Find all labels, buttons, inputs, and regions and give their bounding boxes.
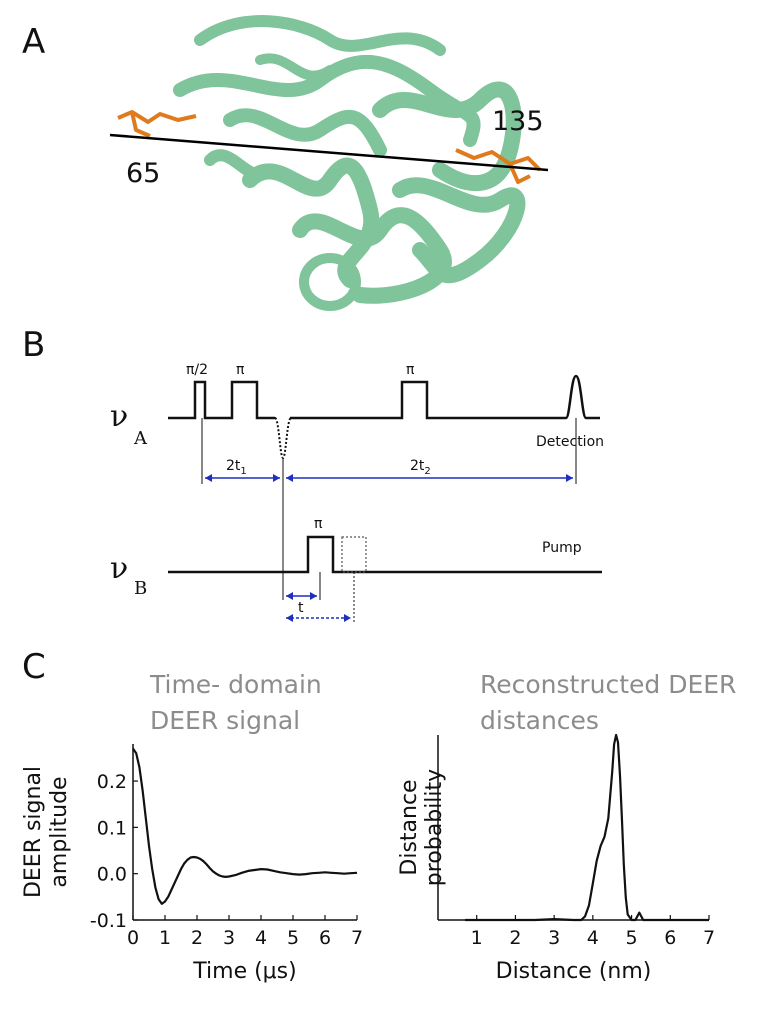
panel-a-letter: A (22, 22, 46, 62)
x-tick-label: 2 (509, 927, 521, 949)
interval-2t2-label: 2t2 (410, 458, 431, 477)
nu-b-symbol: ν (110, 551, 128, 586)
x-tick-label: 7 (351, 927, 363, 949)
right-chart-subtitle: Reconstructed DEER distances (480, 670, 737, 735)
pulse-label-pi-2: π (406, 362, 415, 378)
interval-2t1-label: 2t1 (226, 458, 247, 477)
panel-b-letter: B (22, 325, 46, 365)
pulse-label-pi-half: π/2 (186, 362, 208, 378)
x-tick-label: 3 (223, 927, 235, 949)
series-line (465, 733, 709, 922)
panel-c-letter: C (22, 647, 46, 687)
x-axis-label: Distance (nm) (496, 959, 652, 984)
channel-a-trace (168, 374, 600, 420)
protein-structure-figure (109, 15, 549, 311)
detection-label: Detection (536, 434, 604, 450)
x-tick-label: 3 (548, 927, 560, 949)
distance-line (109, 133, 549, 172)
x-tick-label: 0 (127, 927, 139, 949)
x-tick-label: 7 (703, 927, 715, 949)
y-tick-label: 0.1 (97, 817, 127, 839)
nu-a-symbol: ν (110, 399, 128, 434)
left-chart-subtitle: Time- domain DEER signal (150, 670, 322, 735)
pump-pulse-label: π (314, 516, 323, 532)
site-label-65: 65 (126, 158, 161, 189)
y-axis-label-line2: amplitude (47, 776, 72, 887)
nu-a-subscript: A (133, 428, 148, 449)
spin-label-right (455, 148, 542, 184)
spin-label-left (117, 110, 197, 138)
x-tick-label: 4 (587, 927, 599, 949)
y-axis-label-line1: Distance (397, 779, 422, 875)
interval-t-label: t (298, 600, 304, 616)
site-label-135: 135 (492, 106, 544, 137)
x-tick-label: 6 (319, 927, 331, 949)
x-tick-label: 1 (159, 927, 171, 949)
channel-b-trace (168, 535, 602, 574)
nu-b-subscript: B (134, 578, 147, 599)
protein-ribbon (173, 15, 526, 311)
y-tick-label: -0.1 (90, 910, 127, 932)
pulse-label-pi-1: π (236, 362, 245, 378)
y-axis-label-line1: DEER signal (21, 766, 46, 898)
pump-shift-outline (341, 536, 367, 573)
y-tick-label: 0.2 (97, 771, 127, 793)
x-tick-label: 4 (255, 927, 267, 949)
x-tick-label: 6 (664, 927, 676, 949)
x-tick-label: 2 (191, 927, 203, 949)
pump-label: Pump (542, 540, 582, 556)
series-line (132, 747, 358, 905)
x-axis-label: Time (μs) (192, 959, 296, 984)
x-tick-label: 5 (626, 927, 638, 949)
x-tick-label: 1 (471, 927, 483, 949)
x-tick-label: 5 (287, 927, 299, 949)
y-tick-label: 0.0 (97, 864, 127, 886)
y-axis-label-line2: probability (422, 769, 447, 886)
